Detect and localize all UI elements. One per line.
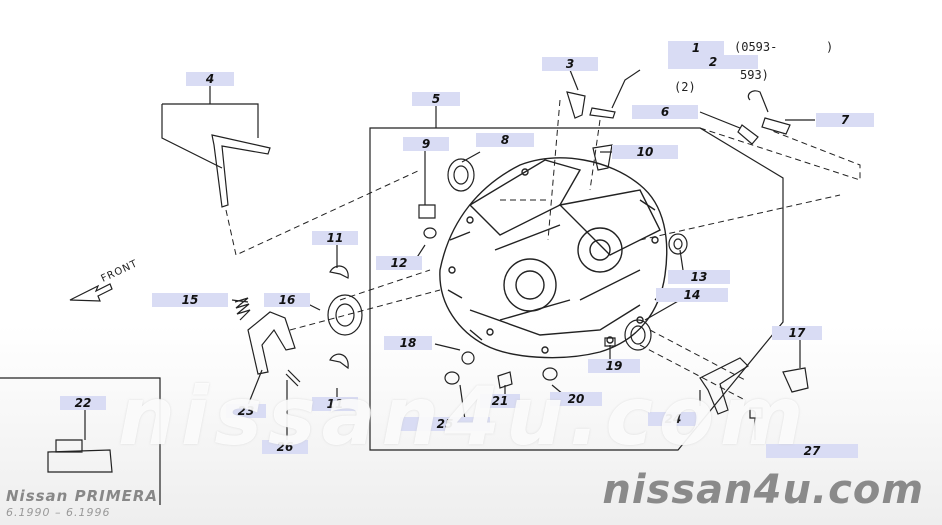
callout-11b: 11 bbox=[312, 397, 358, 411]
bracket-frame-22 bbox=[0, 377, 161, 505]
callout-7: 7 bbox=[816, 113, 874, 127]
callout-24: 24 bbox=[648, 412, 698, 426]
callout-17: 17 bbox=[772, 326, 822, 340]
callout-11: 11 bbox=[312, 231, 358, 245]
callout-5: 5 bbox=[412, 92, 460, 106]
callout-23: 23 bbox=[226, 404, 266, 418]
callout-19: 19 bbox=[588, 359, 640, 373]
serial-from-note: (0593- bbox=[734, 40, 778, 54]
callout-1: 1 bbox=[668, 41, 724, 55]
callout-3: 3 bbox=[542, 57, 598, 71]
site-brand[interactable]: nissan4u.com bbox=[602, 467, 924, 513]
callout-10: 10 bbox=[612, 145, 678, 159]
callout-16: 16 bbox=[264, 293, 310, 307]
part-8-seal bbox=[447, 158, 475, 192]
front-arrow-icon bbox=[69, 283, 113, 302]
callout-13: 13 bbox=[668, 270, 730, 284]
callout-18: 18 bbox=[384, 336, 432, 350]
callout-27: 27 bbox=[766, 444, 858, 458]
callout-25: 25 bbox=[400, 417, 490, 431]
callout-22: 22 bbox=[60, 396, 106, 410]
callout-6: 6 bbox=[632, 105, 698, 119]
watermark: nissan4u.com bbox=[118, 370, 810, 463]
serial-close-note: ) bbox=[826, 40, 834, 54]
callout-9: 9 bbox=[403, 137, 449, 151]
callout-12: 12 bbox=[376, 256, 422, 270]
callout-26: 26 bbox=[262, 440, 308, 454]
variant-note: (2) bbox=[674, 80, 696, 94]
bracket-frame-4 bbox=[161, 103, 259, 169]
callout-2: 2 bbox=[668, 55, 758, 69]
vehicle-model: Nissan PRIMERA bbox=[6, 487, 159, 505]
transaxle-case bbox=[439, 157, 668, 359]
callout-4: 4 bbox=[186, 72, 234, 86]
vehicle-years: 6.1990 – 6.1996 bbox=[6, 506, 111, 519]
callout-20: 20 bbox=[550, 392, 602, 406]
callout-21: 21 bbox=[480, 394, 520, 408]
callout-14: 14 bbox=[656, 288, 728, 302]
serial-to-note: 593) bbox=[740, 68, 769, 82]
callout-15: 15 bbox=[152, 293, 228, 307]
callout-8: 8 bbox=[476, 133, 534, 147]
